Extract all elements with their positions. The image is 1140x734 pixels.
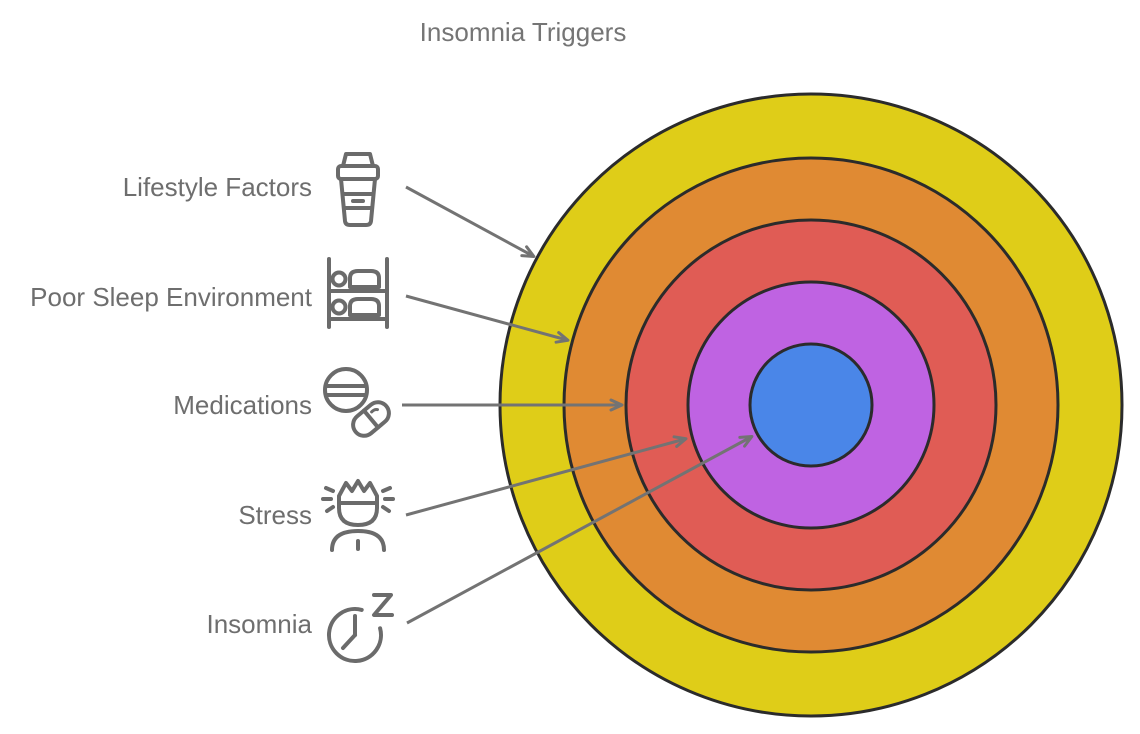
sleep-clock-icon bbox=[322, 588, 396, 666]
label-lifestyle-factors: Lifestyle Factors bbox=[122, 172, 312, 202]
coffee-cup-icon bbox=[326, 150, 390, 228]
label-insomnia: Insomnia bbox=[206, 609, 313, 639]
diagram-title: Insomnia Triggers bbox=[419, 17, 627, 47]
arrow-insomnia bbox=[406, 435, 754, 625]
arrow-lifestyle-factors bbox=[405, 185, 536, 258]
pills-icon bbox=[320, 364, 396, 442]
stress-face-icon bbox=[318, 472, 398, 552]
label-medications: Medications bbox=[173, 390, 312, 420]
arrow-poor-sleep-environment bbox=[405, 294, 570, 344]
label-poor-sleep-environment: Poor Sleep Environment bbox=[30, 282, 312, 312]
label-stress: Stress bbox=[238, 500, 312, 530]
ring-insomnia-center bbox=[748, 342, 874, 468]
arrow-stress bbox=[405, 435, 688, 517]
bunk-bed-icon bbox=[322, 256, 394, 330]
